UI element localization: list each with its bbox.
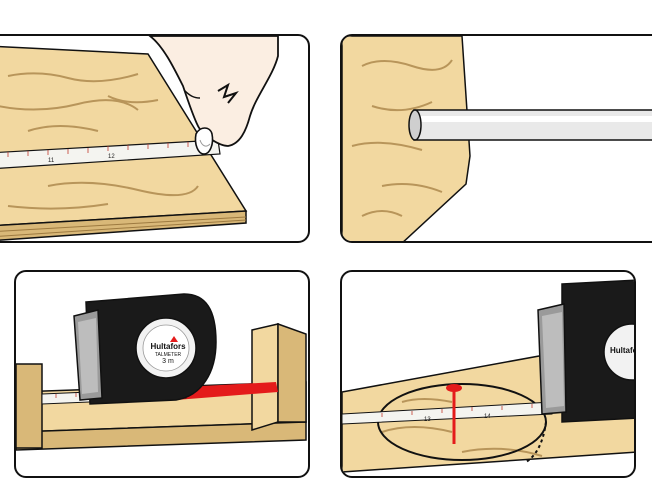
panel-1: 11 12 xyxy=(0,34,310,243)
panel-2 xyxy=(340,34,652,243)
nail-icon xyxy=(446,384,462,444)
panel-3: Hultafors TALMETER 3 m xyxy=(14,270,310,478)
model-label: TALMETER xyxy=(154,352,182,358)
tape-number: 13 xyxy=(424,417,431,423)
tape-number: 11 xyxy=(48,158,55,164)
panel-4: 13 14 Hultafors xyxy=(340,270,636,478)
board-scene: 11 12 xyxy=(0,36,279,241)
pipe-scene xyxy=(342,36,652,241)
box-scene xyxy=(16,293,307,451)
nail-scene: 13 14 xyxy=(342,279,634,473)
tape-number: 12 xyxy=(108,154,115,160)
length-label: 3 m xyxy=(162,358,174,365)
hand-icon xyxy=(148,36,279,155)
tape-measure-icon xyxy=(537,279,634,423)
tape-number: 14 xyxy=(484,414,491,420)
pipe-icon xyxy=(408,109,652,141)
brand-label: Hultafors xyxy=(610,346,634,355)
tape-measure-icon xyxy=(73,293,217,405)
brand-label: Hultafors xyxy=(150,342,186,351)
